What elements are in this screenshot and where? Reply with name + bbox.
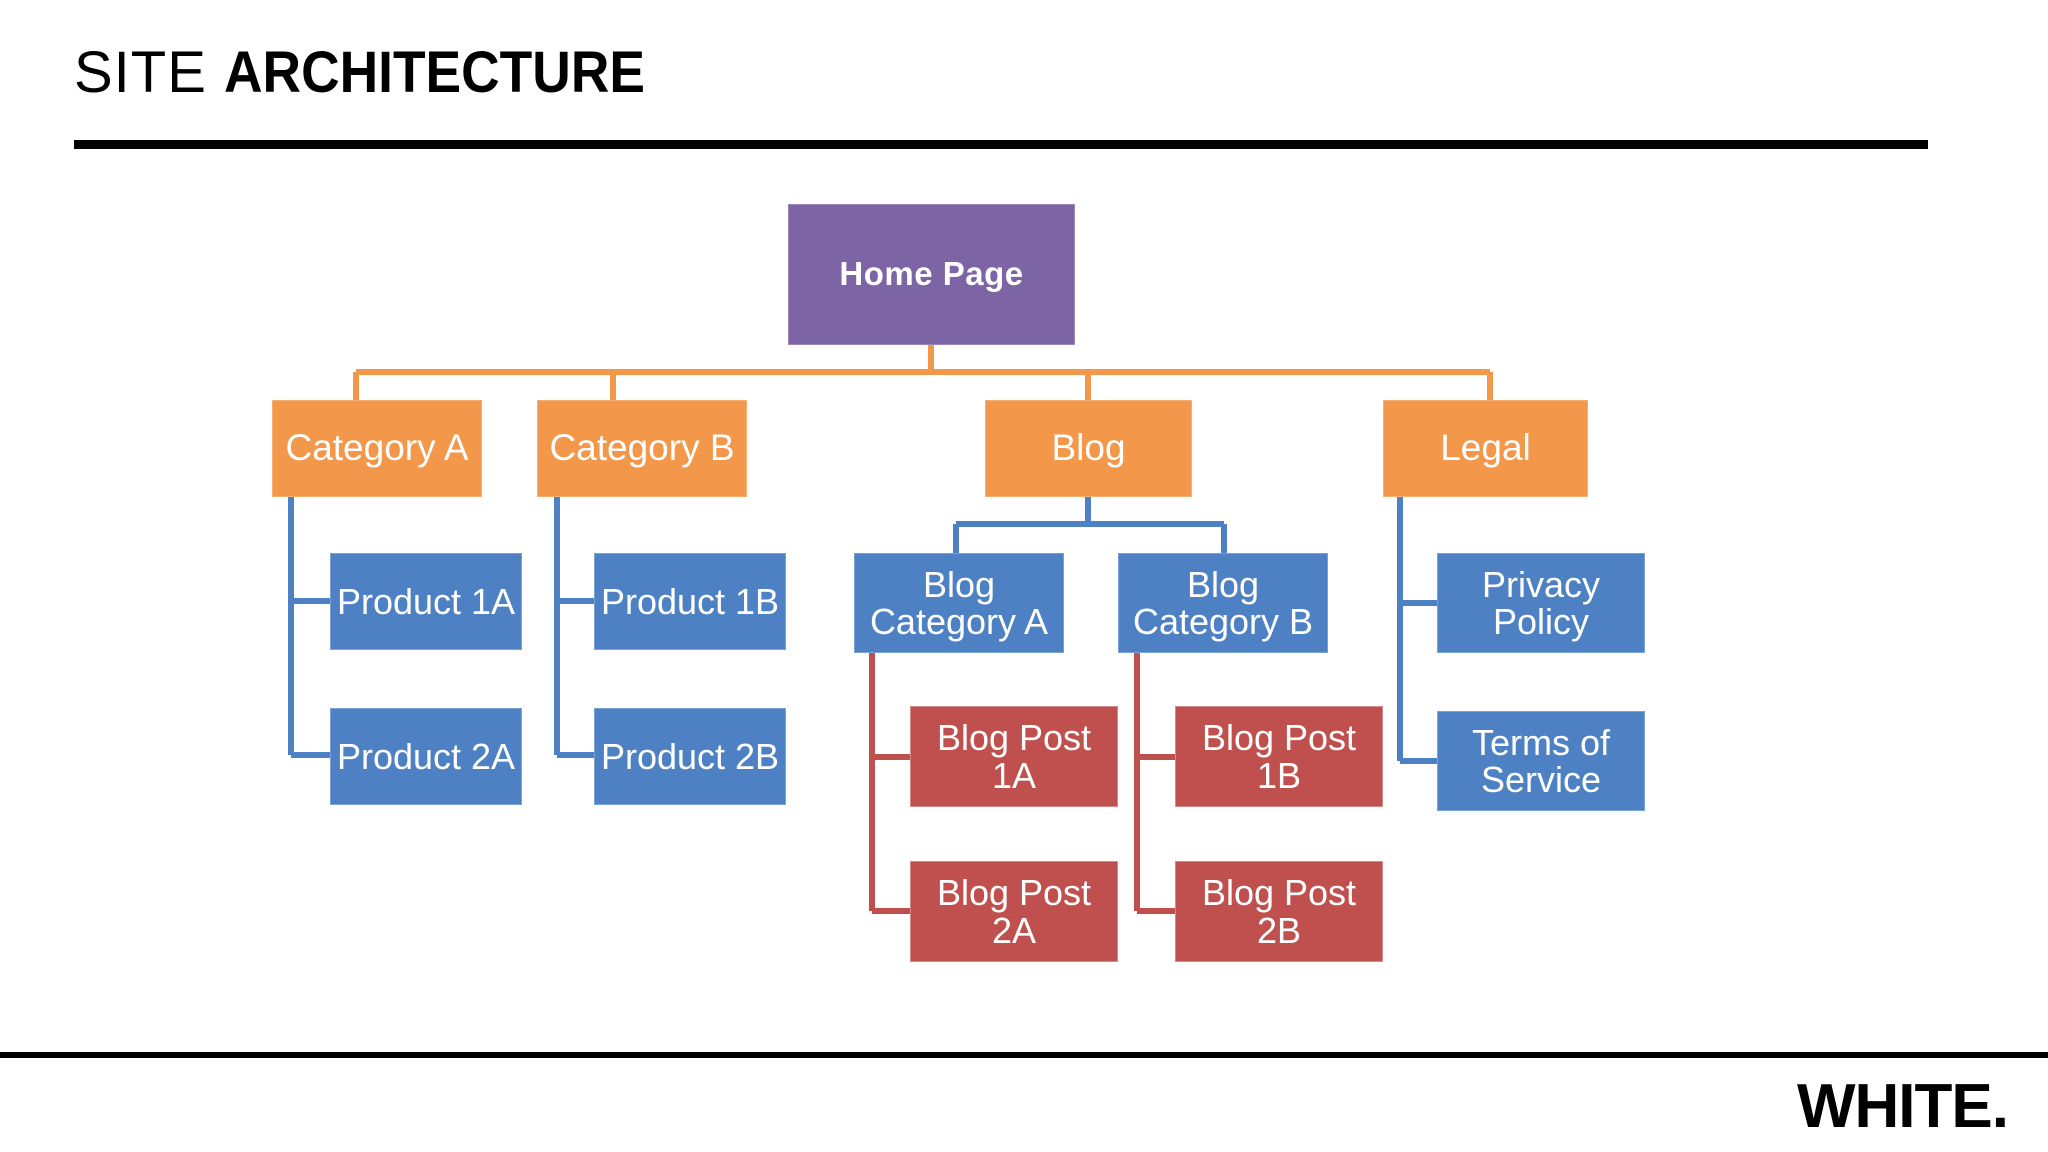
node-privacy-policy[interactable]: Privacy Policy bbox=[1437, 553, 1645, 653]
node-product-2b[interactable]: Product 2B bbox=[594, 708, 786, 805]
node-label: Blog Post 2B bbox=[1201, 872, 1357, 951]
node-label: Blog Category A bbox=[869, 563, 1049, 642]
node-label: Home Page bbox=[839, 255, 1024, 293]
node-label: Product 1B bbox=[600, 580, 780, 622]
node-label: Product 2A bbox=[336, 735, 516, 777]
node-blog-post-1b[interactable]: Blog Post 1B bbox=[1175, 706, 1383, 807]
node-blog-post-2b[interactable]: Blog Post 2B bbox=[1175, 861, 1383, 962]
node-label: Privacy Policy bbox=[1481, 563, 1601, 642]
node-label: Blog Post 1A bbox=[936, 717, 1092, 796]
node-label: Blog Category B bbox=[1132, 563, 1314, 642]
brand-logo: WHITE. bbox=[1797, 1072, 2009, 1141]
node-blog-post-2a[interactable]: Blog Post 2A bbox=[910, 861, 1118, 962]
node-blog-post-1a[interactable]: Blog Post 1A bbox=[910, 706, 1118, 807]
node-terms-of-service[interactable]: Terms of Service bbox=[1437, 711, 1645, 811]
node-label: Legal bbox=[1440, 427, 1531, 469]
node-category-b[interactable]: Category B bbox=[537, 400, 747, 497]
node-home-page[interactable]: Home Page bbox=[788, 204, 1075, 345]
footer-divider bbox=[0, 1052, 2048, 1058]
page-title-bold: ARCHITECTURE bbox=[224, 40, 645, 105]
node-blog-category-a[interactable]: Blog Category A bbox=[854, 553, 1064, 653]
node-label: Blog bbox=[1051, 427, 1126, 469]
node-product-2a[interactable]: Product 2A bbox=[330, 708, 522, 805]
node-blog[interactable]: Blog bbox=[985, 400, 1192, 497]
node-category-a[interactable]: Category A bbox=[272, 400, 482, 497]
node-legal[interactable]: Legal bbox=[1383, 400, 1588, 497]
header-divider bbox=[74, 140, 1928, 149]
page-title: SITE ARCHITECTURE bbox=[74, 44, 682, 102]
node-label: Category B bbox=[549, 427, 735, 469]
node-label: Product 2B bbox=[600, 735, 780, 777]
node-label: Blog Post 2A bbox=[936, 872, 1092, 951]
node-label: Terms of Service bbox=[1471, 721, 1611, 800]
node-label: Category A bbox=[285, 427, 469, 469]
node-blog-category-b[interactable]: Blog Category B bbox=[1118, 553, 1328, 653]
node-product-1b[interactable]: Product 1B bbox=[594, 553, 786, 650]
page-title-light: SITE bbox=[74, 40, 225, 105]
node-product-1a[interactable]: Product 1A bbox=[330, 553, 522, 650]
node-label: Product 1A bbox=[336, 580, 516, 622]
node-label: Blog Post 1B bbox=[1201, 717, 1357, 796]
